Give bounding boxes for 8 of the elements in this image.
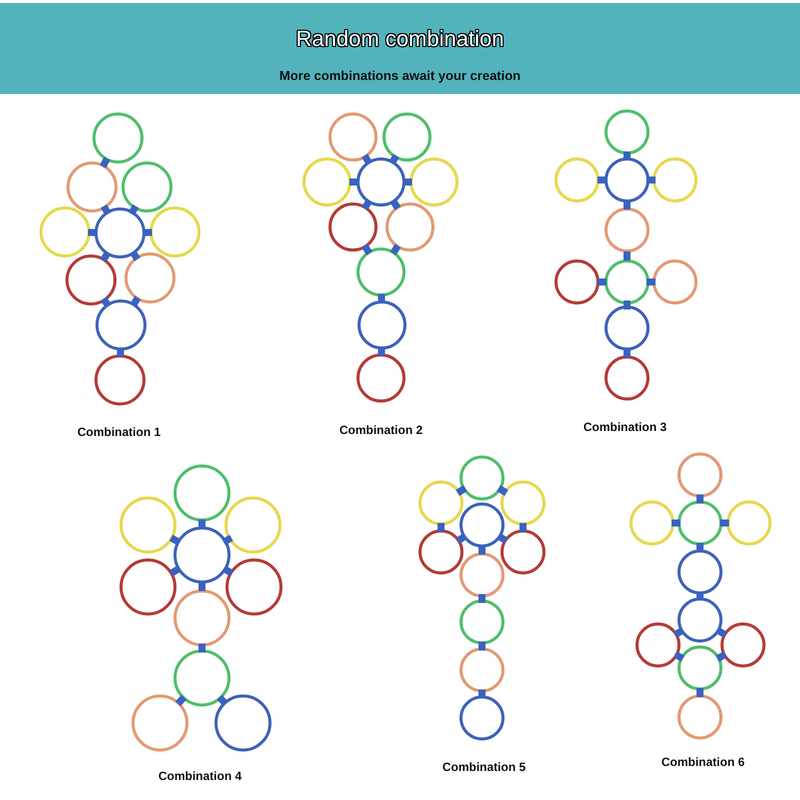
- combination-caption: Combination 1: [77, 424, 161, 440]
- subtitle: More combinations await your creation: [279, 67, 521, 85]
- combination-caption: Combination 4: [158, 768, 242, 784]
- combination-caption: Combination 6: [661, 754, 745, 770]
- page-title: Random combination: [296, 25, 504, 53]
- combination-caption: Combination 5: [442, 759, 526, 775]
- combination-caption: Combination 3: [583, 419, 667, 435]
- combination-caption: Combination 2: [339, 422, 423, 438]
